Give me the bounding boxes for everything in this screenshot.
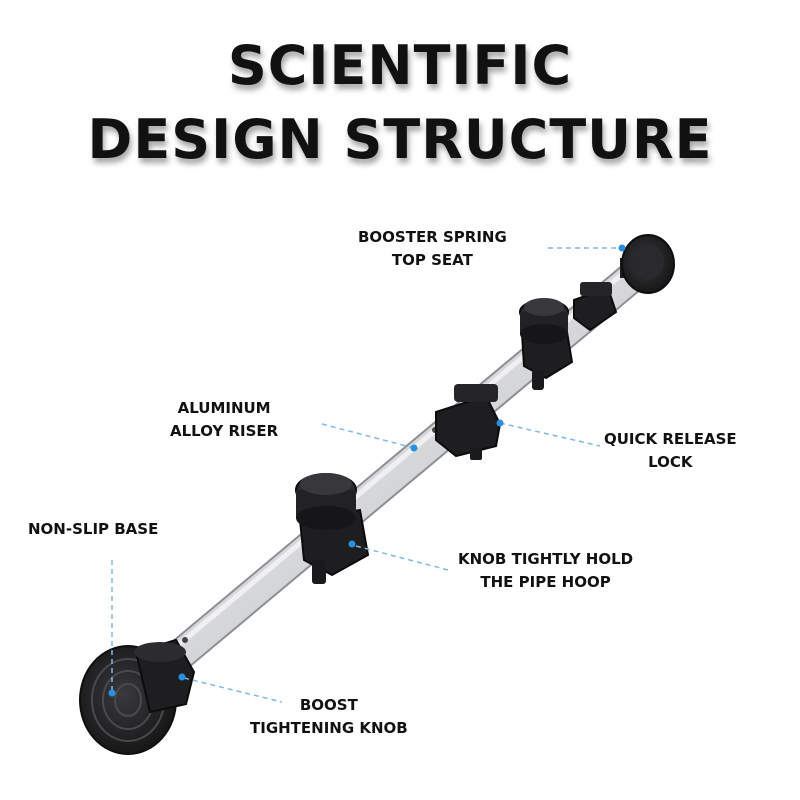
boost-tightening-knob [134, 638, 196, 714]
callout-boost-tightening-knob: BOOST TIGHTENING KNOB [250, 696, 408, 737]
callout-knob-tightly-hold: KNOB TIGHTLY HOLD THE PIPE HOOP [458, 550, 634, 591]
callout-aluminum-alloy-riser: ALUMINUM ALLOY RISER [170, 399, 279, 440]
title-line-2: DESIGN STRUCTURE [87, 108, 713, 171]
title-line-1: SCIENTIFIC [227, 34, 573, 97]
upper-quick-release [573, 282, 618, 332]
quick-release-lock [435, 384, 502, 460]
callout-dots [108, 244, 626, 697]
callout-booster-spring-top-seat: BOOSTER SPRING TOP SEAT [358, 228, 507, 269]
knob-pipe-hoop [295, 473, 370, 584]
leader-lines [111, 247, 622, 703]
callout-non-slip-base: NON-SLIP BASE [28, 520, 159, 538]
aluminum-tube [134, 246, 666, 696]
upper-knob-hoop [519, 298, 574, 390]
callout-quick-release-lock: QUICK RELEASE LOCK [604, 430, 737, 471]
booster-spring-top-seat [620, 234, 675, 294]
